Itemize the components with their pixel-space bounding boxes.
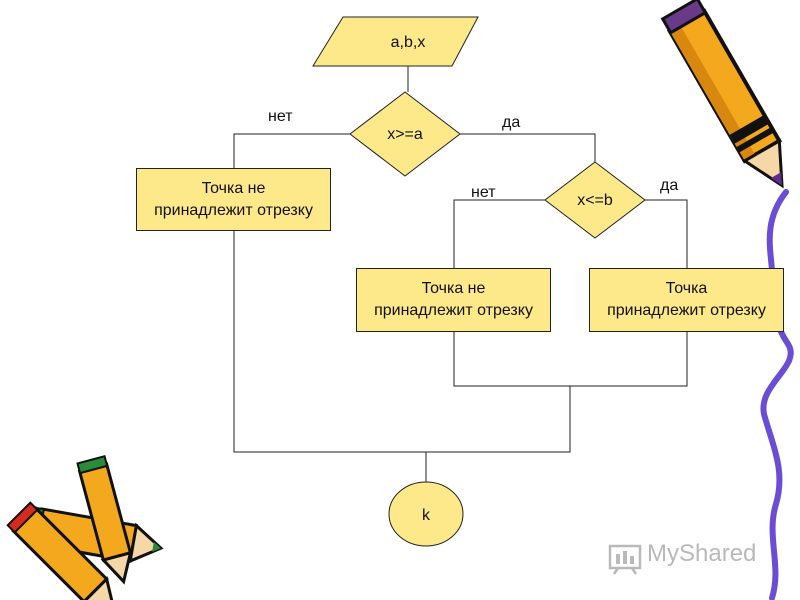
watermark: MyShared bbox=[647, 536, 756, 572]
myshared-logo-icon bbox=[610, 546, 640, 574]
decorative-wavy-line bbox=[763, 192, 790, 598]
pencil-icon bbox=[663, 0, 800, 196]
process-box-not-in-segment-middle: Точка не принадлежит отрезку bbox=[356, 268, 551, 332]
branch-no-1: нет bbox=[268, 108, 293, 125]
input-text: a,b,x bbox=[391, 34, 426, 51]
process-box-not-in-segment-left: Точка не принадлежит отрезку bbox=[136, 168, 331, 231]
condition-2-text: x<=b bbox=[577, 192, 613, 209]
branch-yes-2: да bbox=[660, 177, 678, 194]
watermark-text: MyShared bbox=[647, 540, 756, 568]
condition-1-text: x>=a bbox=[387, 126, 423, 143]
process-box-in-segment: Точка принадлежит отрезку bbox=[589, 268, 784, 332]
end-text: k bbox=[422, 507, 431, 524]
branch-yes-1: да bbox=[502, 114, 520, 131]
crayons-icon bbox=[8, 456, 164, 600]
branch-no-2: нет bbox=[471, 184, 496, 201]
